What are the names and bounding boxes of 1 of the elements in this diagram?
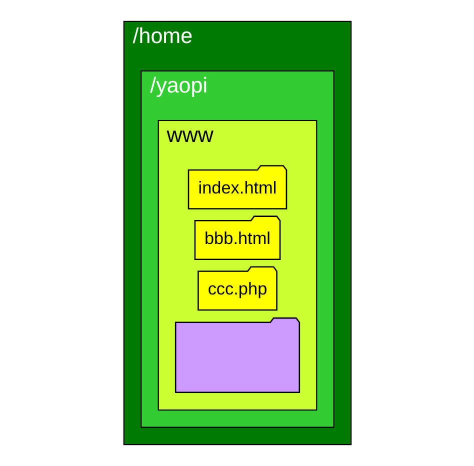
node-box bbox=[174, 317, 300, 393]
